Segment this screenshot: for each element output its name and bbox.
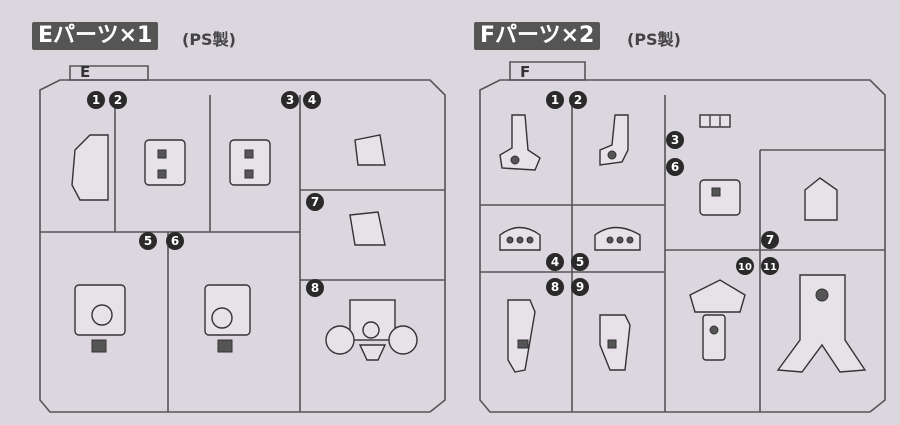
sheet-f-number-6: 6 [666, 158, 684, 176]
sheet-f-part-10 [689, 279, 746, 361]
sheet-f-number-2: 2 [569, 91, 587, 109]
sheet-f-part-11 [776, 274, 867, 373]
svg-text:4: 4 [308, 93, 316, 107]
sheet-f-number-9: 9 [571, 278, 589, 296]
svg-text:5: 5 [144, 234, 152, 248]
sheet-f-number-3: 3 [666, 131, 684, 149]
svg-text:3: 3 [671, 133, 679, 147]
sheet-f-part-5 [594, 226, 641, 251]
sheet-e-number-1: 1 [87, 91, 105, 109]
sheet-f-number-7: 7 [761, 231, 779, 249]
svg-text:2: 2 [114, 93, 122, 107]
svg-text:2: 2 [574, 93, 582, 107]
sheet-e-part-3 [229, 139, 271, 186]
svg-text:1: 1 [551, 93, 559, 107]
sheet-e-number-6: 6 [166, 232, 184, 250]
sheet-e-number-5: 5 [139, 232, 157, 250]
sheet-f-number-8: 8 [546, 278, 564, 296]
sheet-e-material-note: (PS製) [182, 30, 236, 49]
svg-text:1: 1 [92, 93, 100, 107]
sheet-f-part-4 [499, 226, 541, 251]
sheet-e-part-8 [325, 299, 418, 361]
sheet-f-part-6 [699, 179, 741, 216]
sheet-f-tab-label: F [520, 63, 530, 81]
svg-text:8: 8 [311, 281, 319, 295]
sheet-f-part-7 [804, 177, 838, 221]
sheet-e-number-7: 7 [306, 193, 324, 211]
svg-text:6: 6 [171, 234, 179, 248]
sheet-e-part-4 [354, 134, 386, 166]
sheet-f-runner-frame [479, 61, 886, 413]
sheet-e-number-4: 4 [303, 91, 321, 109]
svg-text:7: 7 [766, 233, 774, 247]
sheet-f-part-1 [499, 114, 541, 171]
svg-text:8: 8 [551, 280, 559, 294]
svg-text:10: 10 [738, 262, 752, 273]
sheet-f-number-10: 10 [736, 257, 754, 275]
sheet-e-part-5 [74, 284, 126, 353]
sheet-e-number-8: 8 [306, 279, 324, 297]
sheet-e-runner-frame [39, 65, 446, 413]
sheet-e-title: Eパーツ×1 [32, 22, 159, 50]
sheet-e-part-2 [144, 139, 186, 186]
sheet-f-number-11: 11 [761, 257, 779, 275]
svg-text:3: 3 [286, 93, 294, 107]
svg-text:9: 9 [576, 280, 584, 294]
sheet-f-number-5: 5 [571, 253, 589, 271]
sheet-f-number-4: 4 [546, 253, 564, 271]
svg-text:11: 11 [763, 262, 777, 273]
sheet-f-part-9 [599, 314, 631, 371]
sheet-f-title: Fパーツ×2 [474, 22, 601, 50]
sheet-e-part-1 [71, 134, 109, 201]
sheet-e-tab-label: E [80, 63, 90, 81]
svg-text:4: 4 [551, 255, 559, 269]
sheet-e-number-3: 3 [281, 91, 299, 109]
sheet-e-number-2: 2 [109, 91, 127, 109]
sheet-f-material-note: (PS製) [627, 30, 681, 49]
sheet-f-part-2 [599, 114, 629, 166]
sheet-e-part-6 [204, 284, 251, 353]
svg-text:5: 5 [576, 255, 584, 269]
svg-text:7: 7 [311, 195, 319, 209]
sheet-f-part-3 [699, 114, 731, 128]
sheet-f-number-1: 1 [546, 91, 564, 109]
sheet-f-part-8 [507, 299, 536, 373]
svg-text:6: 6 [671, 160, 679, 174]
sheet-e-part-7 [349, 211, 386, 246]
